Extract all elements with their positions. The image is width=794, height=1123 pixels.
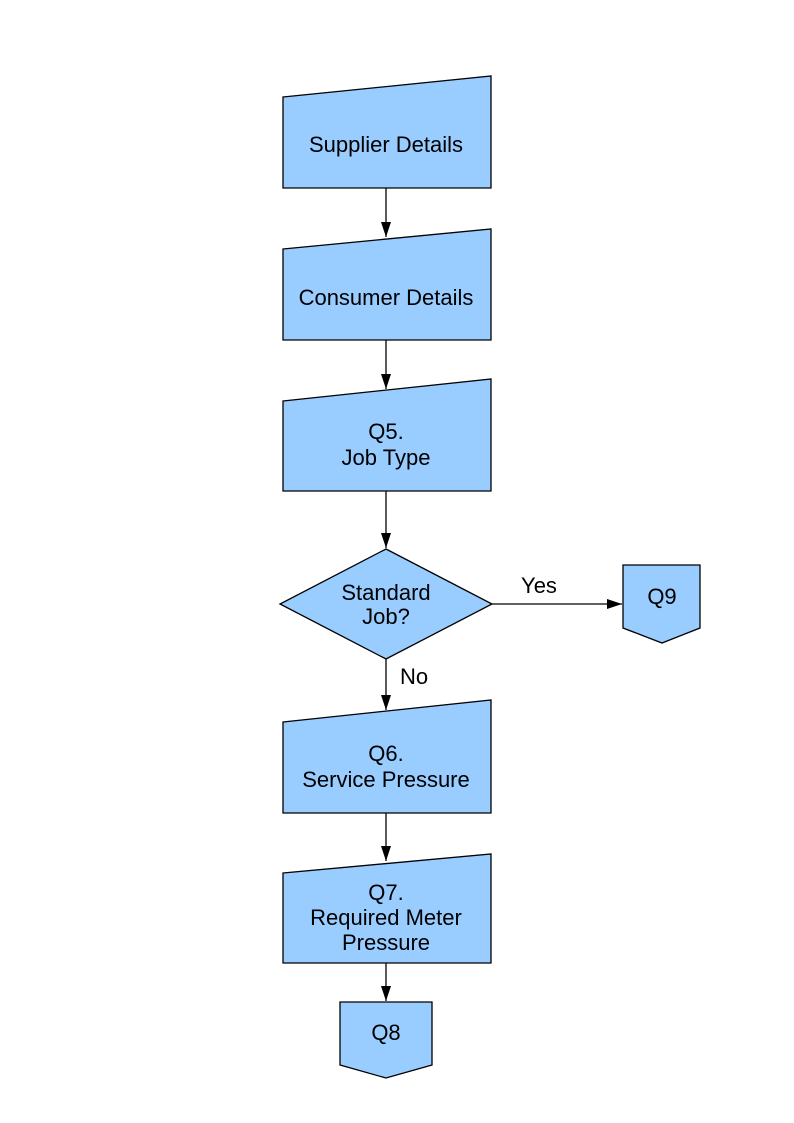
node-q7-required-meter-pressure: Q7. Required Meter Pressure bbox=[282, 853, 492, 964]
node-supplier-details: Supplier Details bbox=[282, 75, 492, 189]
node-q9-connector: Q9 bbox=[622, 564, 701, 644]
q5-label-line2: Job Type bbox=[342, 445, 431, 470]
q9-label: Q9 bbox=[647, 584, 676, 609]
node-q6-service-pressure: Q6. Service Pressure bbox=[282, 699, 492, 814]
q7-required-meter-pressure-shape bbox=[282, 853, 492, 964]
q5-label-line1: Q5. bbox=[368, 419, 403, 444]
edge-label-no: No bbox=[400, 664, 428, 689]
node-consumer-details: Consumer Details bbox=[282, 228, 492, 341]
q7-label-line3: Pressure bbox=[342, 930, 430, 955]
q7-label-line2: Required Meter bbox=[310, 905, 462, 930]
node-q5-job-type: Q5. Job Type bbox=[282, 378, 492, 492]
node-standard-job-decision: Standard Job? bbox=[278, 548, 494, 660]
edge-label-yes: Yes bbox=[521, 573, 557, 598]
q6-service-pressure-shape bbox=[282, 699, 492, 814]
q8-label: Q8 bbox=[371, 1020, 400, 1045]
standard-job-label-line1: Standard bbox=[341, 580, 430, 605]
consumer-details-label: Consumer Details bbox=[299, 285, 474, 310]
node-q8-connector: Q8 bbox=[339, 1001, 433, 1079]
standard-job-label-line2: Job? bbox=[362, 604, 410, 629]
supplier-details-shape bbox=[282, 75, 492, 189]
q6-label-line2: Service Pressure bbox=[302, 767, 470, 792]
q9-connector-shape bbox=[622, 564, 701, 644]
edges: Yes No bbox=[381, 188, 622, 1001]
q7-label-line1: Q7. bbox=[368, 880, 403, 905]
q5-job-type-shape bbox=[282, 378, 492, 492]
q8-connector-shape bbox=[339, 1001, 433, 1079]
standard-job-diamond-shape bbox=[278, 548, 494, 660]
consumer-details-shape bbox=[282, 228, 492, 341]
q6-label-line1: Q6. bbox=[368, 741, 403, 766]
supplier-details-label: Supplier Details bbox=[309, 132, 463, 157]
